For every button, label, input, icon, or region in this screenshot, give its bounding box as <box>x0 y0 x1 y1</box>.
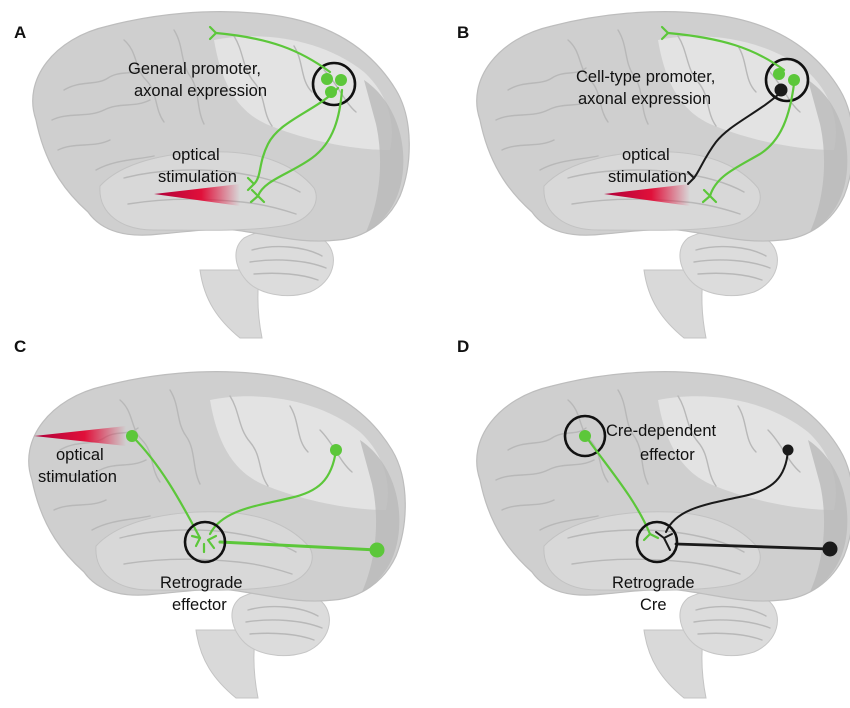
neuron-soma-black <box>782 444 794 456</box>
axon-to-frontal <box>214 31 332 74</box>
axon-to-temporal <box>708 82 796 198</box>
neuron-soma <box>325 86 337 98</box>
injection-site-ring <box>183 520 227 564</box>
light-beam-icon <box>604 184 690 206</box>
label-promoter-line2: axonal expression <box>134 82 267 100</box>
axon-to-frontal <box>666 31 786 72</box>
axon-from-occipital <box>218 540 379 552</box>
axon-black <box>665 449 789 533</box>
axon-terminal <box>660 25 670 41</box>
neuron-soma-black <box>822 541 838 557</box>
panel-letter-c: C <box>14 337 26 356</box>
label-stim-line1: optical <box>56 446 104 464</box>
axon-terminal <box>642 532 660 542</box>
axon-to-temporal-1 <box>252 86 340 186</box>
axon-black-occipital <box>674 542 832 551</box>
light-beam-icon <box>154 184 240 206</box>
label-effector-line1: Retrograde <box>160 574 243 592</box>
label-cre-line1: Cre-dependent <box>606 422 716 440</box>
brain-illustration <box>476 370 850 699</box>
axon-to-temporal-2 <box>256 88 344 198</box>
label-stim-line2: stimulation <box>158 168 237 186</box>
brain-illustration <box>28 370 406 699</box>
light-beam-icon <box>34 426 126 446</box>
panel-d: D Cre-dependent effector Retrograde Cre <box>457 337 850 699</box>
axon-terminal <box>701 188 718 204</box>
axon-terminal <box>687 171 695 185</box>
neuron-soma <box>369 542 385 558</box>
neuron-soma <box>579 430 591 442</box>
panel-b: B Cell-type promoter, axonal expression … <box>457 10 850 339</box>
axon-green <box>585 436 652 536</box>
neuron-soma <box>335 74 347 86</box>
cre-dependent-ring <box>563 414 607 458</box>
axon-terminal <box>655 531 673 551</box>
panel-c: C optical stimulation Retrograde effecto… <box>14 337 406 699</box>
neuron-population-ring <box>311 61 357 107</box>
axon-black <box>693 91 782 179</box>
label-retro-line1: Retrograde <box>612 574 695 592</box>
label-retro-line2: Cre <box>640 596 667 614</box>
axon-from-parietal <box>208 448 338 536</box>
label-stim-line1: optical <box>622 146 670 164</box>
label-stim-line2: stimulation <box>608 168 687 186</box>
label-effector-line2: effector <box>172 596 227 614</box>
label-promoter-line1: General promoter, <box>128 60 261 78</box>
axon-terminal <box>249 188 266 204</box>
panel-letter-a: A <box>14 23 26 42</box>
axon-terminal <box>208 25 218 41</box>
panel-letter-d: D <box>457 337 469 356</box>
axon-terminal <box>190 534 218 554</box>
injection-site-ring <box>635 520 679 564</box>
panel-a: A General promoter, axonal expression op… <box>14 10 410 339</box>
label-cre-line2: effector <box>640 446 695 464</box>
axon-terminal <box>246 176 256 192</box>
panel-letter-b: B <box>457 23 469 42</box>
neuron-soma <box>126 430 138 442</box>
neuron-soma-black <box>774 83 788 97</box>
label-promoter-line2: axonal expression <box>578 90 711 108</box>
label-stim-line2: stimulation <box>38 468 117 486</box>
neuron-population-ring <box>764 57 810 103</box>
neuron-soma <box>330 444 342 456</box>
neuron-soma <box>788 74 800 86</box>
label-stim-line1: optical <box>172 146 220 164</box>
label-promoter-line1: Cell-type promoter, <box>576 68 715 86</box>
neuron-soma <box>321 73 333 85</box>
neuron-soma <box>773 68 785 80</box>
